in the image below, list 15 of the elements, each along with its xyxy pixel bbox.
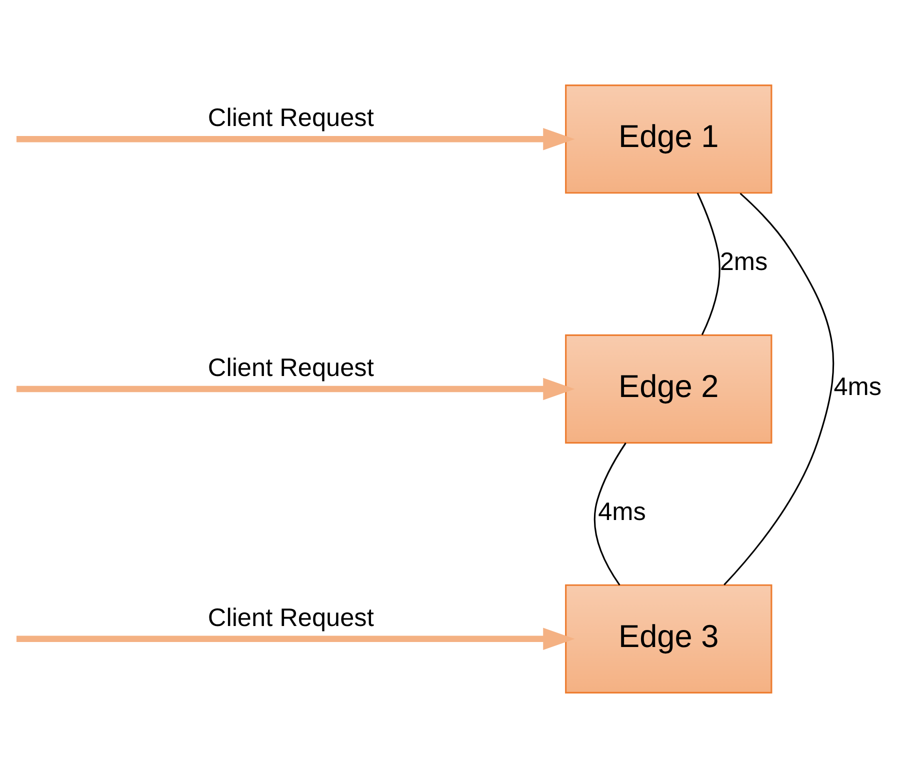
- edge-label: 4ms: [834, 372, 882, 401]
- connector: [696, 192, 720, 335]
- arrow: [16, 627, 575, 650]
- node-box: Edge 3: [565, 584, 772, 693]
- arrow: [16, 377, 575, 400]
- arrow: [16, 128, 575, 150]
- node-box: Edge 2: [565, 334, 772, 444]
- edge-label: Client Request: [208, 603, 374, 632]
- edge-label: Client Request: [208, 104, 374, 132]
- edge-label: 2ms: [720, 248, 768, 276]
- edge-label: Client Request: [208, 354, 374, 382]
- connector: [594, 442, 626, 585]
- connector: [724, 192, 834, 585]
- edge-label: 4ms: [598, 497, 646, 526]
- node-box: Edge 1: [565, 84, 772, 194]
